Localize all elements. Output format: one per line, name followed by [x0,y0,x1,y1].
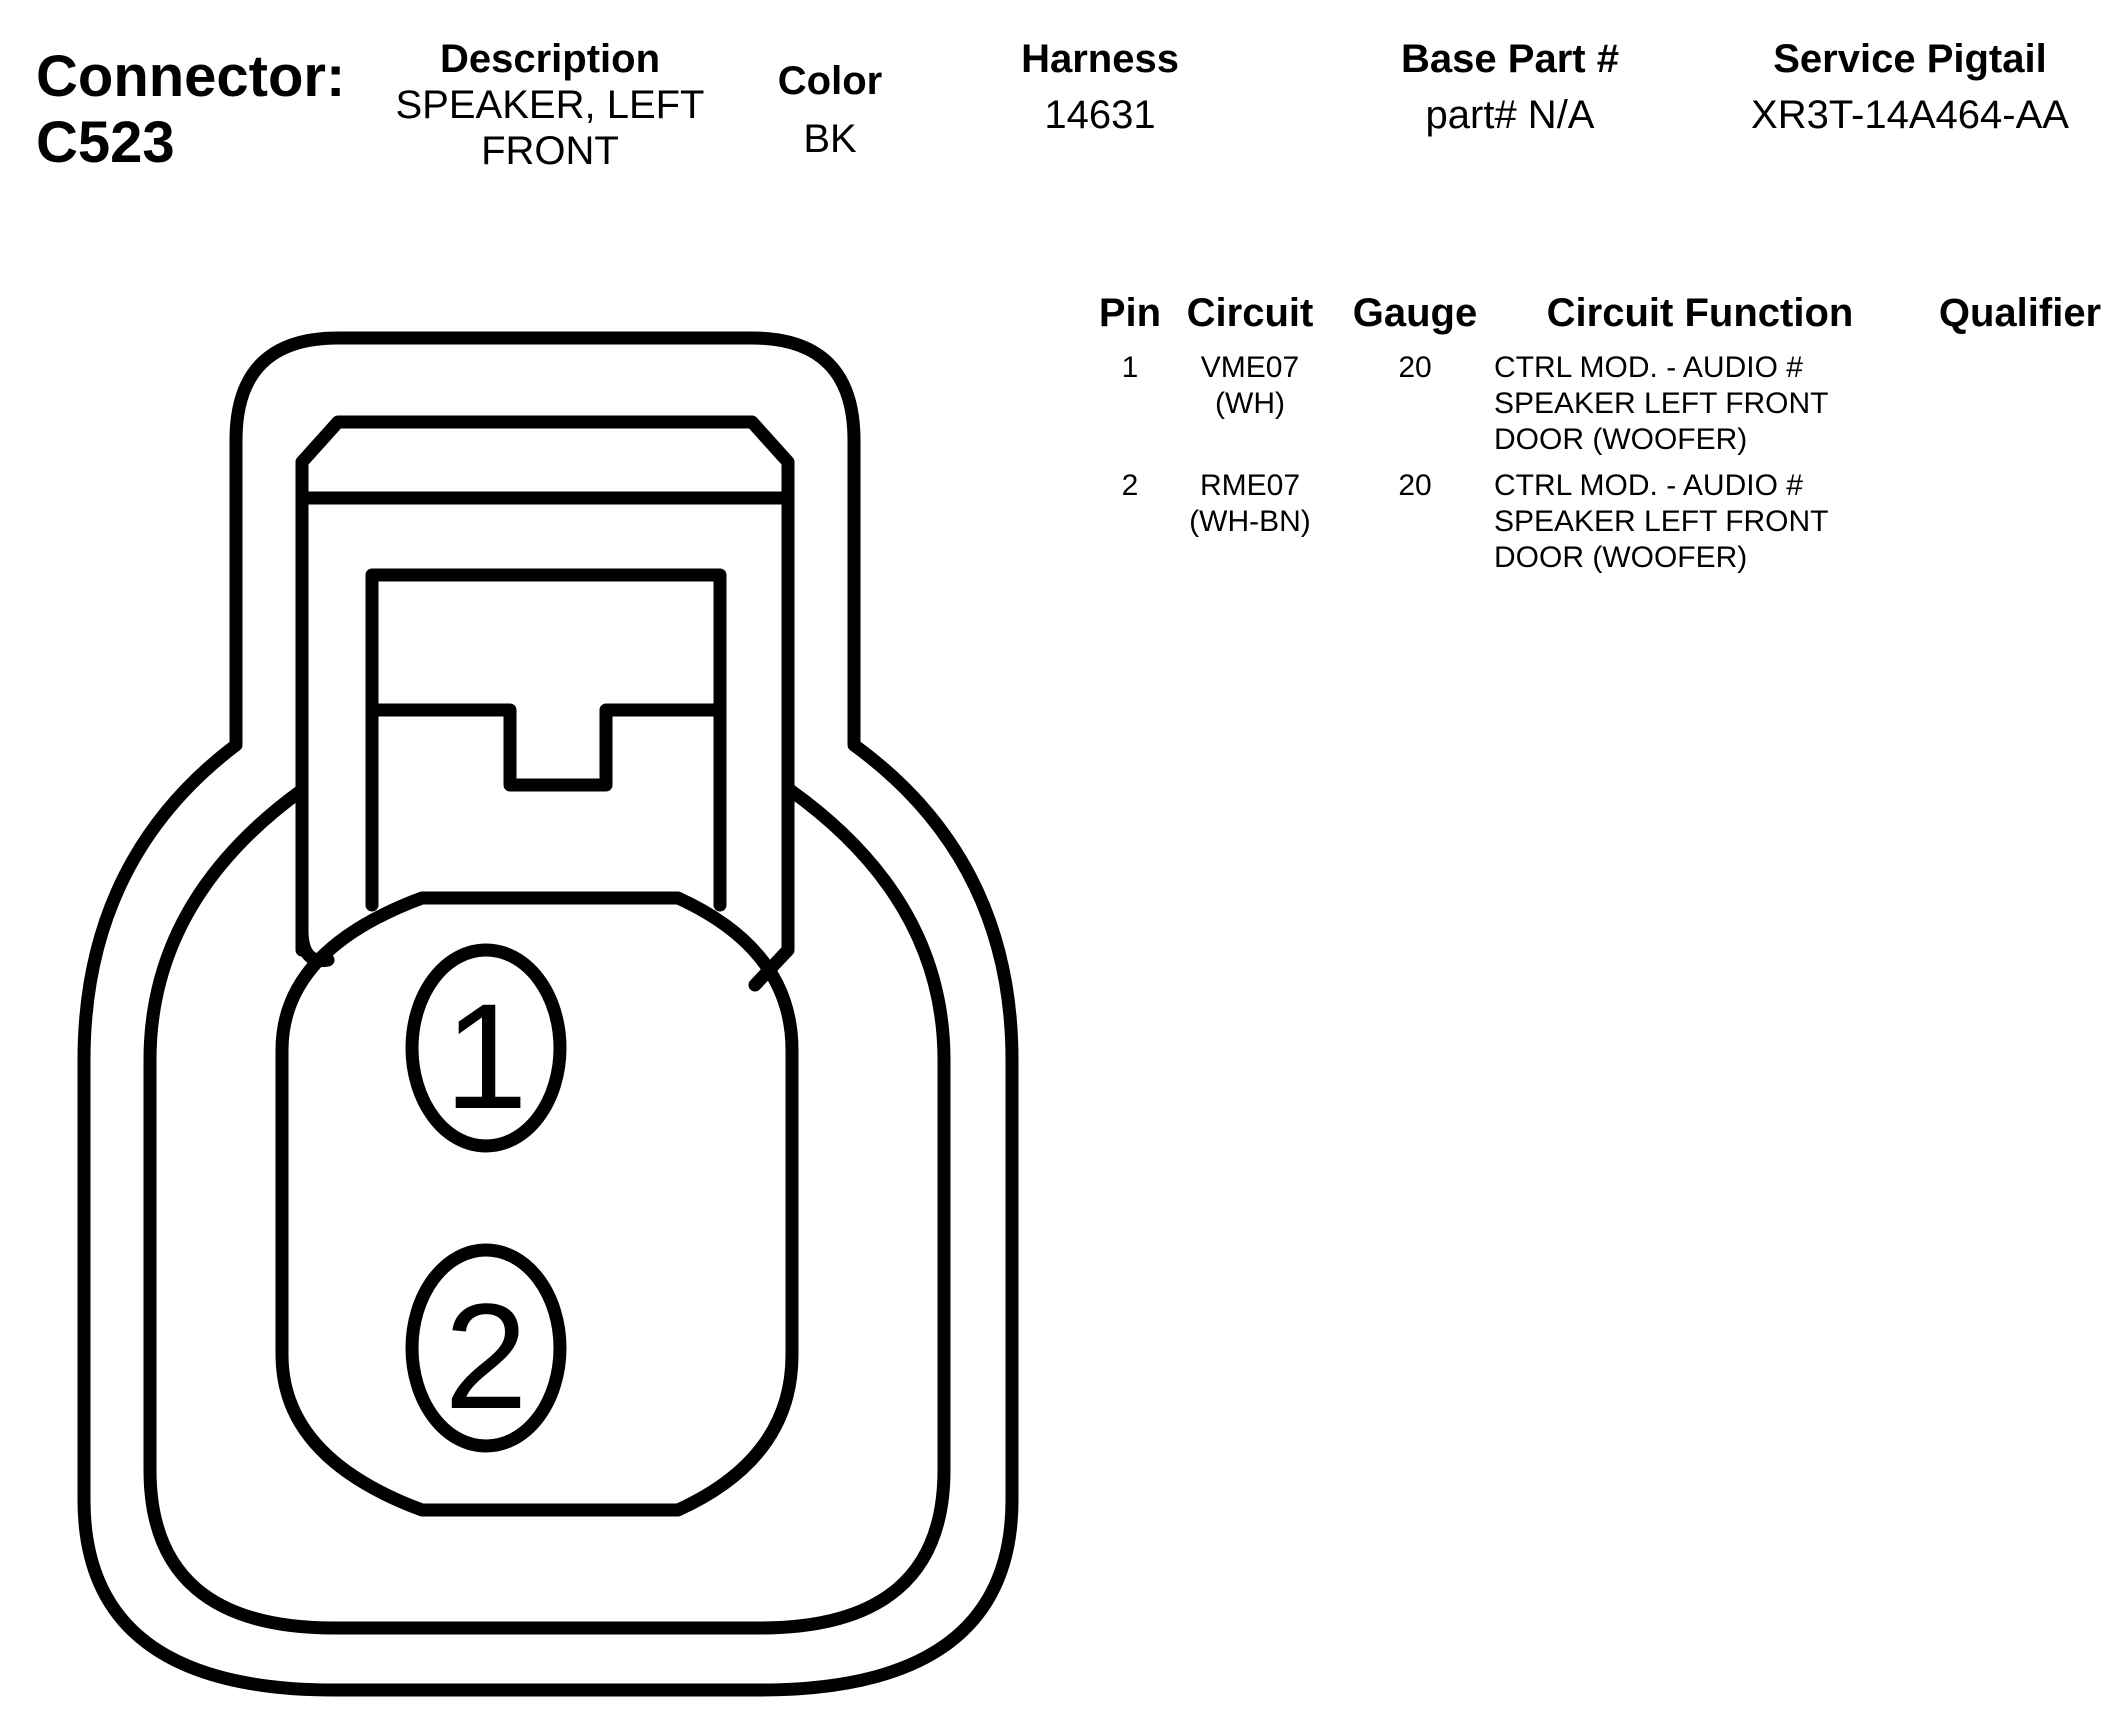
connector-outer-housing [77,331,1019,1697]
circuit-function-header: Circuit Function [1546,291,1854,335]
pin-1-cavity [405,943,567,1153]
service-pigtail-label: Service Pigtail [1773,37,2047,81]
description-value-line2: FRONT [481,129,619,173]
qualifier-header: Qualifier [1938,291,2102,335]
pin-header: Pin [1098,291,1162,335]
row2-circuit: RME07 (WH-BN) [1170,468,1330,540]
row1-circuit-line2: (WH) [1215,387,1285,420]
harness-label: Harness [1021,37,1179,81]
row2-circuit-line2: (WH-BN) [1189,505,1311,538]
base-part-column: Base Part # part# N/A [1350,36,1670,138]
latch-window [365,568,727,912]
row2-function-line1: CTRL MOD. - AUDIO # [1494,469,1803,502]
harness-value: 14631 [1044,93,1156,137]
service-pigtail-value: XR3T-14A464-AA [1751,93,2069,137]
row1-function: CTRL MOD. - AUDIO # SPEAKER LEFT FRONT D… [1494,350,1914,458]
pin-1-label: 1 [444,972,527,1140]
row1-circuit-line1: VME07 [1200,351,1300,384]
description-value-line1: SPEAKER, LEFT [395,83,705,127]
locking-tab [295,415,795,992]
pin-2-cavity [405,1243,567,1453]
row1-function-line1: CTRL MOD. - AUDIO # [1494,351,1803,384]
harness-column: Harness 14631 [980,36,1220,138]
connector-label: Connector: [36,44,346,109]
terminal-face [275,891,799,1517]
color-value: BK [803,117,857,161]
row1-function-line2: SPEAKER LEFT FRONT [1494,387,1829,420]
row2-pin: 2 [1121,469,1139,502]
base-part-value: part# N/A [1425,93,1595,137]
color-column: Color BK [740,58,920,162]
row1-circuit: VME07 (WH) [1170,350,1330,422]
row1-function-line3: DOOR (WOOFER) [1494,423,1748,456]
row2-gauge: 20 [1398,469,1432,502]
row2-function: CTRL MOD. - AUDIO # SPEAKER LEFT FRONT D… [1494,468,1914,576]
pin-2-label: 2 [444,1272,527,1440]
color-label: Color [777,59,883,103]
service-pigtail-column: Service Pigtail XR3T-14A464-AA [1720,36,2100,138]
row1-pin: 1 [1121,351,1139,384]
row2-function-line2: SPEAKER LEFT FRONT [1494,505,1829,538]
row1-gauge: 20 [1398,351,1432,384]
connector-title: Connector: C523 [36,44,345,176]
base-part-label: Base Part # [1401,37,1619,81]
connector-id: C523 [36,110,175,175]
latch-notch [365,703,727,792]
circuit-header: Circuit [1186,291,1314,335]
connector-inner-housing [143,783,951,1635]
gauge-header: Gauge [1352,291,1478,335]
row2-function-line3: DOOR (WOOFER) [1494,541,1748,574]
description-label: Description [439,37,661,81]
row2-circuit-line1: RME07 [1199,469,1301,502]
description-column: Description SPEAKER, LEFT FRONT [370,36,730,174]
